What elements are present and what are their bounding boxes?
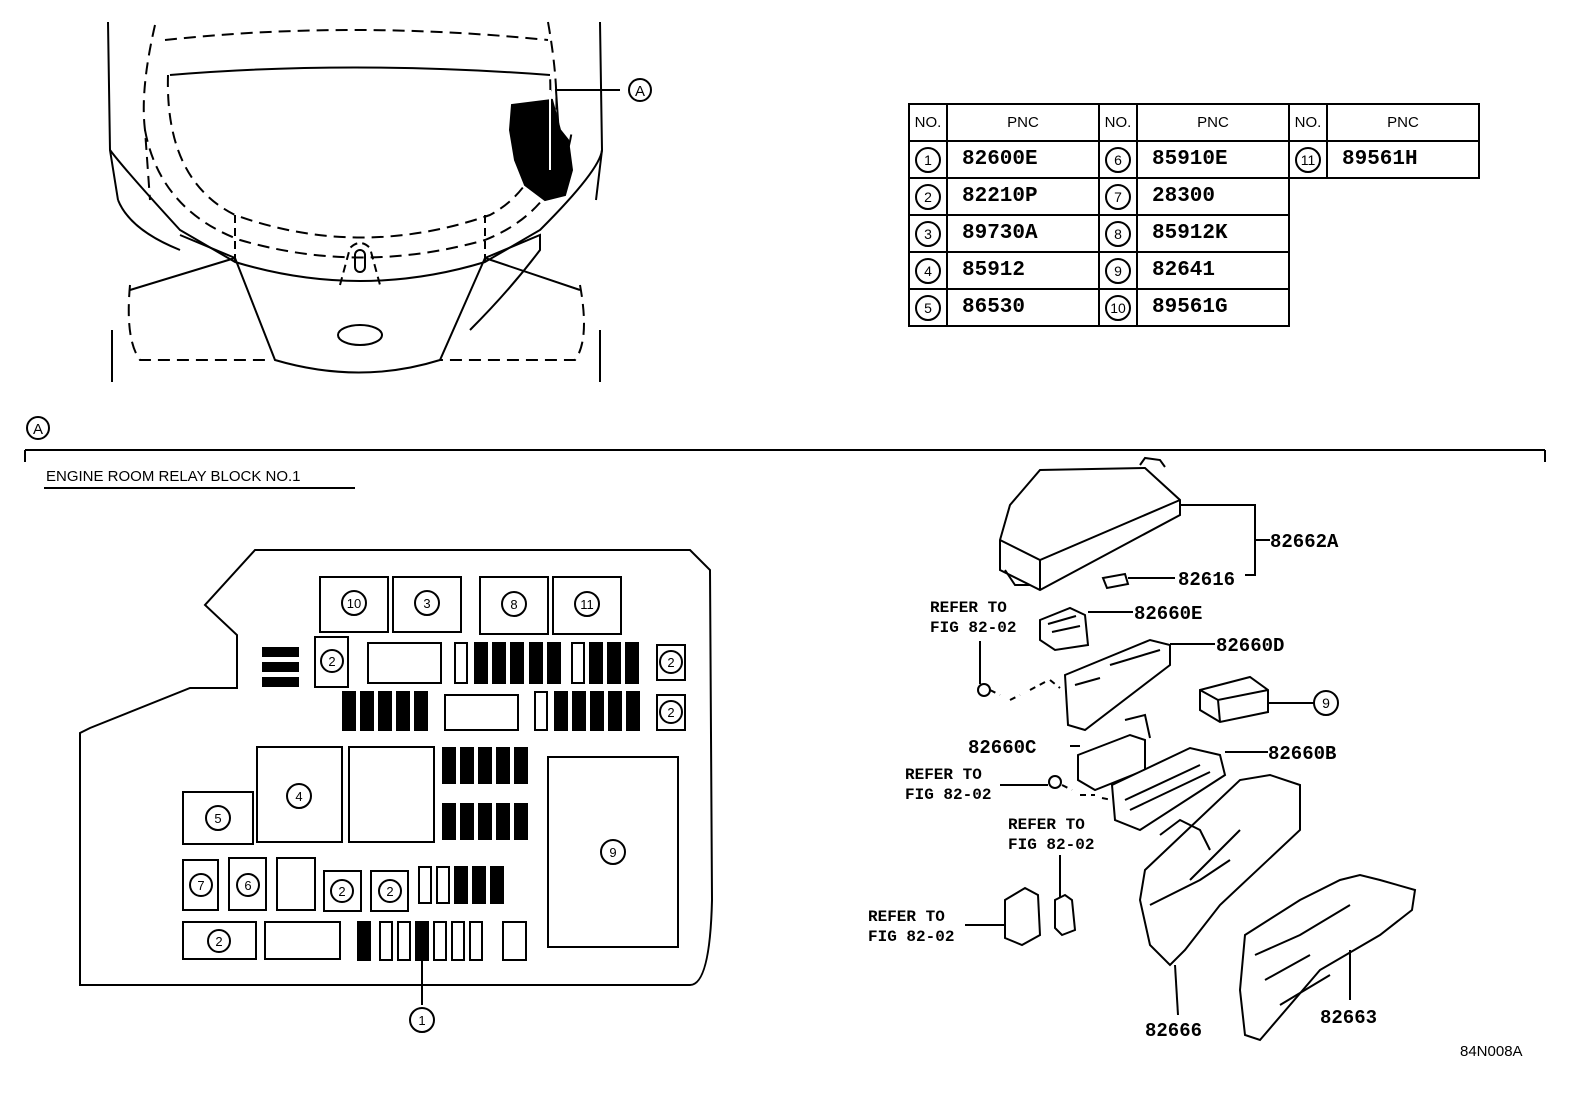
svg-text:2: 2 xyxy=(215,934,222,949)
table-row: 5 86530 10 89561G xyxy=(908,288,1479,327)
svg-text:FIG 82-02: FIG 82-02 xyxy=(905,786,991,804)
pnc-cell: 28300 xyxy=(1136,177,1290,216)
svg-text:REFER TO: REFER TO xyxy=(868,908,945,926)
svg-text:3: 3 xyxy=(423,596,430,611)
item-number: 10 xyxy=(1105,294,1131,321)
relay-label-2d: 2 xyxy=(330,879,354,903)
svg-text:REFER TO: REFER TO xyxy=(1008,816,1085,834)
section-title: ENGINE ROOM RELAY BLOCK NO.1 xyxy=(46,468,301,485)
relay-label-1: 1 xyxy=(409,1007,435,1033)
item-number: 8 xyxy=(1105,220,1131,247)
header-pnc-3: PNC xyxy=(1326,103,1480,142)
item-number: 6 xyxy=(1105,146,1131,173)
item-number: 5 xyxy=(915,294,941,321)
header-no-1: NO. xyxy=(908,103,948,142)
table-row: 2 82210P 7 28300 xyxy=(908,177,1479,216)
figure-code: 84N008A xyxy=(1460,1043,1523,1060)
svg-text:FIG 82-02: FIG 82-02 xyxy=(868,928,954,946)
svg-text:FIG 82-02: FIG 82-02 xyxy=(930,619,1016,637)
relay-label-4: 4 xyxy=(286,783,312,809)
header-no-2: NO. xyxy=(1098,103,1138,142)
svg-text:2: 2 xyxy=(667,655,674,670)
label-82660B: 82660B xyxy=(1268,743,1336,765)
section-a-text: A xyxy=(33,421,43,438)
relay-label-2e: 2 xyxy=(378,879,402,903)
svg-text:11: 11 xyxy=(580,597,594,612)
exploded-view xyxy=(965,456,1417,1042)
item-number: 1 xyxy=(915,146,941,173)
refer-labels: REFER TO FIG 82-02 REFER TO FIG 82-02 RE… xyxy=(868,599,1094,946)
label-82660E: 82660E xyxy=(1134,603,1202,625)
relay-label-7: 7 xyxy=(189,873,213,897)
svg-text:7: 7 xyxy=(197,878,204,893)
svg-text:2: 2 xyxy=(386,884,393,899)
pnc-cell: 89730A xyxy=(946,214,1100,253)
svg-text:10: 10 xyxy=(347,596,361,611)
relay-label-8: 8 xyxy=(501,591,527,617)
relay-label-10: 10 xyxy=(341,590,367,616)
item-number: 3 xyxy=(915,220,941,247)
item-number: 11 xyxy=(1295,146,1321,173)
item-number: 4 xyxy=(915,257,941,284)
callout-a-circle xyxy=(628,78,652,102)
relay-label-5: 5 xyxy=(205,805,231,831)
svg-text:2: 2 xyxy=(667,705,674,720)
section-a-circle xyxy=(26,416,50,440)
table-row: 4 85912 9 82641 xyxy=(908,251,1479,290)
svg-text:5: 5 xyxy=(214,811,221,826)
callout-a-text: A xyxy=(635,83,645,100)
relay-label-9: 9 xyxy=(600,839,626,865)
relay-label-2b: 2 xyxy=(659,650,683,674)
pnc-cell: 85910E xyxy=(1136,140,1290,179)
svg-text:9: 9 xyxy=(609,845,616,860)
pnc-cell: 89561H xyxy=(1326,140,1480,179)
label-82616: 82616 xyxy=(1178,569,1235,591)
pnc-table-header: NO. PNC NO. PNC NO. PNC xyxy=(908,103,1480,142)
svg-text:6: 6 xyxy=(244,878,251,893)
relay-block-numbers: 10 3 8 11 2 2 2 4 5 9 7 6 2 2 2 1 xyxy=(189,590,683,1033)
car-front-view xyxy=(107,21,620,382)
svg-text:8: 8 xyxy=(510,597,517,612)
svg-text:4: 4 xyxy=(295,789,302,804)
part-9-circle xyxy=(1313,690,1339,716)
relay-label-2f: 2 xyxy=(207,929,231,953)
pnc-cell: 86530 xyxy=(946,288,1100,327)
svg-text:1: 1 xyxy=(418,1013,425,1028)
pnc-cell: 82210P xyxy=(946,177,1100,216)
exploded-labels: 82662A 82616 82660E 82660D 82660C 82660B… xyxy=(968,531,1377,1042)
svg-text:2: 2 xyxy=(328,654,335,669)
svg-text:REFER TO: REFER TO xyxy=(905,766,982,784)
svg-text:2: 2 xyxy=(338,884,345,899)
pnc-cell: 82600E xyxy=(946,140,1100,179)
table-row: 3 89730A 8 85912K xyxy=(908,214,1479,253)
label-82660C: 82660C xyxy=(968,737,1036,759)
relay-block-components xyxy=(182,576,686,1005)
relay-label-2c: 2 xyxy=(659,700,683,724)
svg-text:FIG 82-02: FIG 82-02 xyxy=(1008,836,1094,854)
pnc-table: NO. PNC NO. PNC NO. PNC 1 82600E 6 85910… xyxy=(908,103,1480,327)
table-row: 1 82600E 6 85910E 11 89561H xyxy=(908,140,1480,179)
relay-label-3: 3 xyxy=(414,590,440,616)
item-number: 2 xyxy=(915,183,941,210)
part-9-text: 9 xyxy=(1322,695,1330,711)
relay-label-2a: 2 xyxy=(320,649,344,673)
label-82660D: 82660D xyxy=(1216,635,1284,657)
label-82663: 82663 xyxy=(1320,1007,1377,1029)
svg-text:REFER TO: REFER TO xyxy=(930,599,1007,617)
pnc-cell: 85912K xyxy=(1136,214,1290,253)
relay-label-6: 6 xyxy=(236,873,260,897)
relay-label-11: 11 xyxy=(574,591,600,617)
label-82662A: 82662A xyxy=(1270,531,1339,553)
relay-block-outline xyxy=(79,549,714,986)
pnc-cell: 85912 xyxy=(946,251,1100,290)
item-number: 7 xyxy=(1105,183,1131,210)
pnc-cell: 82641 xyxy=(1136,251,1290,290)
header-no-3: NO. xyxy=(1288,103,1328,142)
header-pnc-1: PNC xyxy=(946,103,1100,142)
label-82666: 82666 xyxy=(1145,1020,1202,1042)
pnc-cell: 89561G xyxy=(1136,288,1290,327)
item-number: 9 xyxy=(1105,257,1131,284)
header-pnc-2: PNC xyxy=(1136,103,1290,142)
